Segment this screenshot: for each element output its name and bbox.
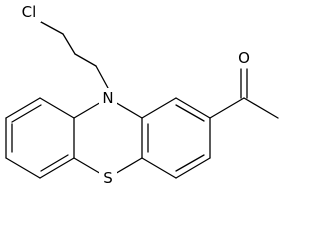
bond-right-1 bbox=[141, 97, 177, 119]
atom-chlorine-label: Cl bbox=[22, 3, 37, 21]
atom-sulfur-label: S bbox=[103, 169, 113, 187]
bond-ring-carbonyl bbox=[209, 97, 245, 119]
phenothiazine-structure-diagram: Cl N S O bbox=[5, 2, 279, 188]
atom-labels: Cl N S O bbox=[17, 2, 253, 188]
bond-c3-n bbox=[95, 65, 109, 89]
bond-left-5 bbox=[39, 157, 75, 179]
bond-c2-c3 bbox=[74, 53, 97, 67]
bond-group bbox=[5, 21, 279, 179]
bond-right-2 bbox=[175, 97, 211, 119]
bond-cl-c1 bbox=[40, 21, 64, 35]
bond-carbonyl-methyl bbox=[243, 97, 279, 119]
atom-oxygen-label: O bbox=[238, 49, 250, 67]
bond-left-double-1 bbox=[11, 104, 42, 123]
atom-nitrogen-label: N bbox=[102, 89, 113, 107]
bond-right-4 bbox=[175, 157, 211, 179]
bond-left-2 bbox=[5, 97, 41, 119]
bond-left-4 bbox=[5, 157, 41, 179]
bond-left-double-2 bbox=[40, 154, 69, 172]
bond-c1-c2 bbox=[62, 33, 76, 55]
bond-right-5 bbox=[141, 157, 177, 179]
bond-right-double-1 bbox=[175, 104, 205, 122]
bond-right-double-2 bbox=[175, 154, 205, 172]
bond-left-1 bbox=[39, 97, 75, 119]
